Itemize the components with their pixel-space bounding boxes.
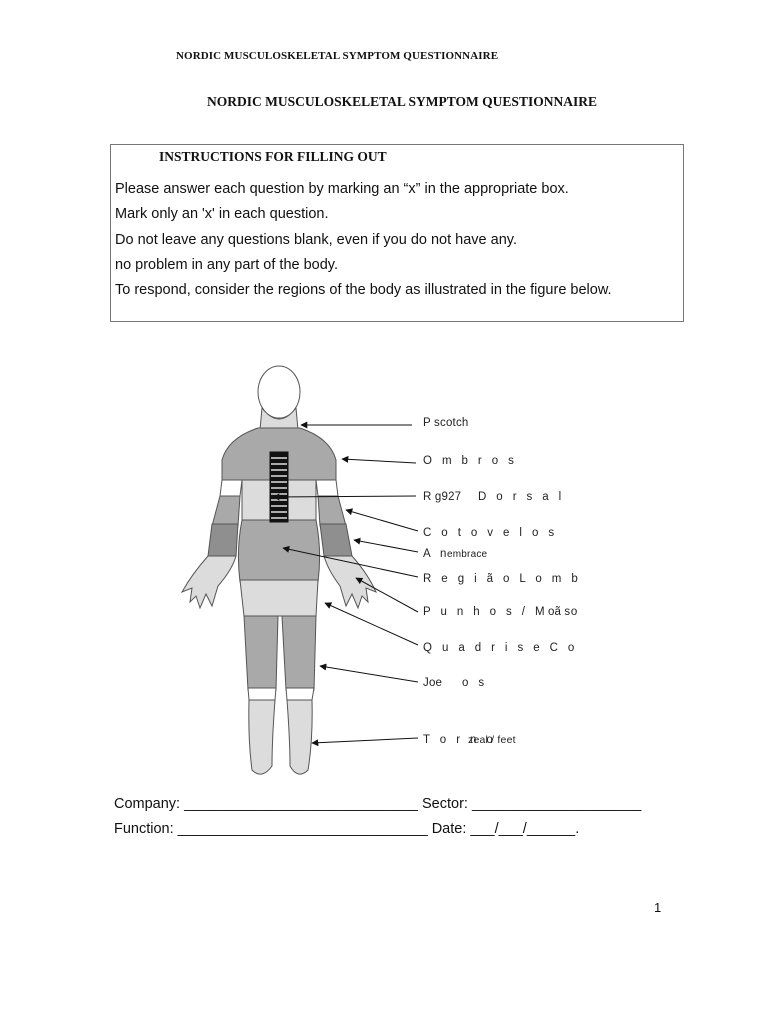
lower-back-region [237, 519, 321, 583]
arrow-elbows [345, 508, 419, 532]
region-labels: P scotch O m b r o s R g927 D o r s a l … [423, 417, 580, 746]
running-header: NORDIC MUSCULOSKELETAL SYMPTOM QUESTIONN… [176, 50, 499, 62]
label-knees: Joe [423, 677, 442, 689]
left-hand [180, 555, 237, 610]
label-region: R g927 [423, 491, 461, 503]
leader-arrows [272, 421, 419, 747]
function-date-field: Function: ______________________________… [114, 821, 580, 837]
instruction-line: Do not leave any questions blank, even i… [115, 232, 517, 248]
head-shape [257, 365, 301, 419]
left-leg-region [243, 615, 279, 691]
label-hips-thighs: Q u a d r i s e C o x a s [423, 642, 580, 654]
instructions-heading: INSTRUCTIONS FOR FILLING OUT [159, 149, 387, 164]
label-ankles-feet: zeal / feet [468, 734, 516, 746]
company-sector-field: Company: _____________________________ S… [114, 796, 642, 812]
arrow-hips-thighs [324, 602, 419, 646]
label-forearm: embrace [447, 549, 488, 560]
left-upper-arm [219, 479, 243, 497]
right-leg-region [281, 615, 317, 691]
left-knee-gap [247, 687, 277, 701]
left-shin-foot [248, 699, 276, 775]
arrow-dorsal [272, 493, 417, 501]
left-arm-region [211, 495, 241, 527]
label-wrists-hands: P u n h o s / M ã o / D e d [423, 606, 580, 618]
spine-stripes [271, 457, 287, 519]
arrow-shoulders [341, 455, 417, 464]
right-knee-gap [285, 687, 315, 701]
label-ankles: T o r n o [423, 734, 496, 746]
right-hand [323, 555, 377, 610]
instruction-line: Mark only an 'x' in each question. [115, 206, 329, 222]
right-shin-foot [286, 699, 313, 775]
instructions-box: INSTRUCTIONS FOR FILLING OUT Please answ… [110, 144, 684, 322]
body-regions-figure: P scotch O m b r o s R g927 D o r s a l … [180, 365, 580, 775]
neck-region [259, 406, 299, 431]
label-dorsal: D o r s a l [478, 491, 565, 503]
arrow-knees [319, 663, 419, 683]
label-elbows: C o t o v e l o s [423, 527, 558, 539]
arrow-forearm [353, 537, 419, 553]
arrow-lower-back [282, 545, 419, 578]
page-title: NORDIC MUSCULOSKELETAL SYMPTOM QUESTIONN… [207, 94, 597, 109]
instruction-line: no problem in any part of the body. [115, 257, 339, 273]
body-silhouette [180, 365, 377, 775]
label-lower-back: R e g i ã o L o m b a r [423, 573, 580, 585]
label-shoulders: O m b r o s [423, 455, 517, 467]
label-forearm-prefix: A n [423, 548, 450, 560]
instruction-line: Please answer each question by marking a… [115, 181, 569, 197]
page-number: 1 [654, 900, 662, 915]
label-knees-suffix: o s [462, 677, 488, 689]
left-forearm-region [207, 523, 239, 557]
arrow-ankles-feet [311, 737, 419, 747]
right-arm-region [317, 495, 347, 527]
instruction-line: To respond, consider the regions of the … [115, 282, 612, 298]
arrow-wrists-hands [355, 577, 419, 613]
label-neck: P scotch [423, 417, 469, 429]
label-wrists-hands-suffix: o s [548, 606, 574, 618]
right-forearm-region [319, 523, 353, 557]
thighs-region [239, 579, 319, 617]
right-upper-arm [315, 479, 339, 497]
